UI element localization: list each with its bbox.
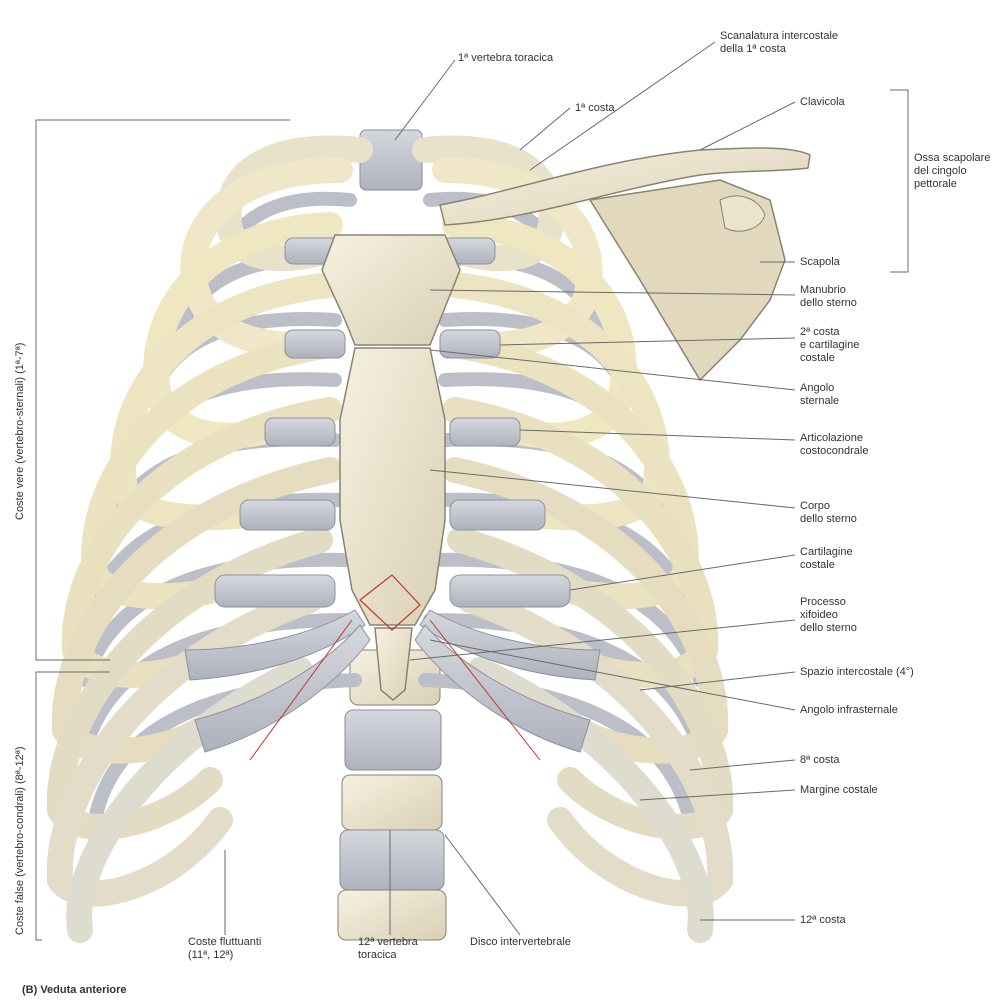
label-2nd-rib: 2ª costa e cartilagine costale (800, 326, 859, 365)
label-false-ribs: Coste false (vertebro-condrali) (8ª-12ª) (14, 747, 26, 936)
label-12th-rib: 12ª costa (800, 914, 846, 927)
label-xiphoid-process: Processo xifoideo dello sterno (800, 596, 857, 635)
label-manubrium: Manubrio dello sterno (800, 284, 857, 310)
label-intervertebral-disc: Disco intervertebrale (470, 936, 571, 949)
label-intercostal-groove: Scanalatura intercostale della 1ª costa (720, 30, 838, 56)
label-sternal-angle: Angolo sternale (800, 382, 839, 408)
label-pectoral-girdle: Ossa scapolare del cingolo pettorale (914, 152, 990, 191)
label-true-ribs: Coste vere (vertebro-sternali) (1ª-7ª) (14, 343, 26, 520)
label-costal-cartilage: Cartilagine costale (800, 546, 853, 572)
label-1st-rib: 1ª costa (575, 102, 615, 115)
label-sternum-body: Corpo dello sterno (800, 500, 857, 526)
label-1st-thoracic-vertebra: 1ª vertebra toracica (458, 52, 553, 65)
label-intercostal-space: Spazio intercostale (4°) (800, 666, 914, 679)
label-clavicle: Clavicola (800, 96, 845, 109)
label-scapula: Scapola (800, 256, 840, 269)
left-ribs (60, 148, 360, 930)
label-floating-ribs: Coste fluttuanti (11ª, 12ª) (188, 936, 261, 962)
label-8th-rib: 8ª costa (800, 754, 840, 767)
label-costal-margin: Margine costale (800, 784, 878, 797)
sternum-body-bone (340, 348, 445, 625)
label-12th-thoracic-vertebra: 12ª vertebra toracica (358, 936, 418, 962)
label-costochondral-joint: Articolazione costocondrale (800, 432, 869, 458)
figure-caption: (B) Veduta anteriore (22, 984, 127, 996)
label-infrasternal-angle: Angolo infrasternale (800, 704, 898, 717)
